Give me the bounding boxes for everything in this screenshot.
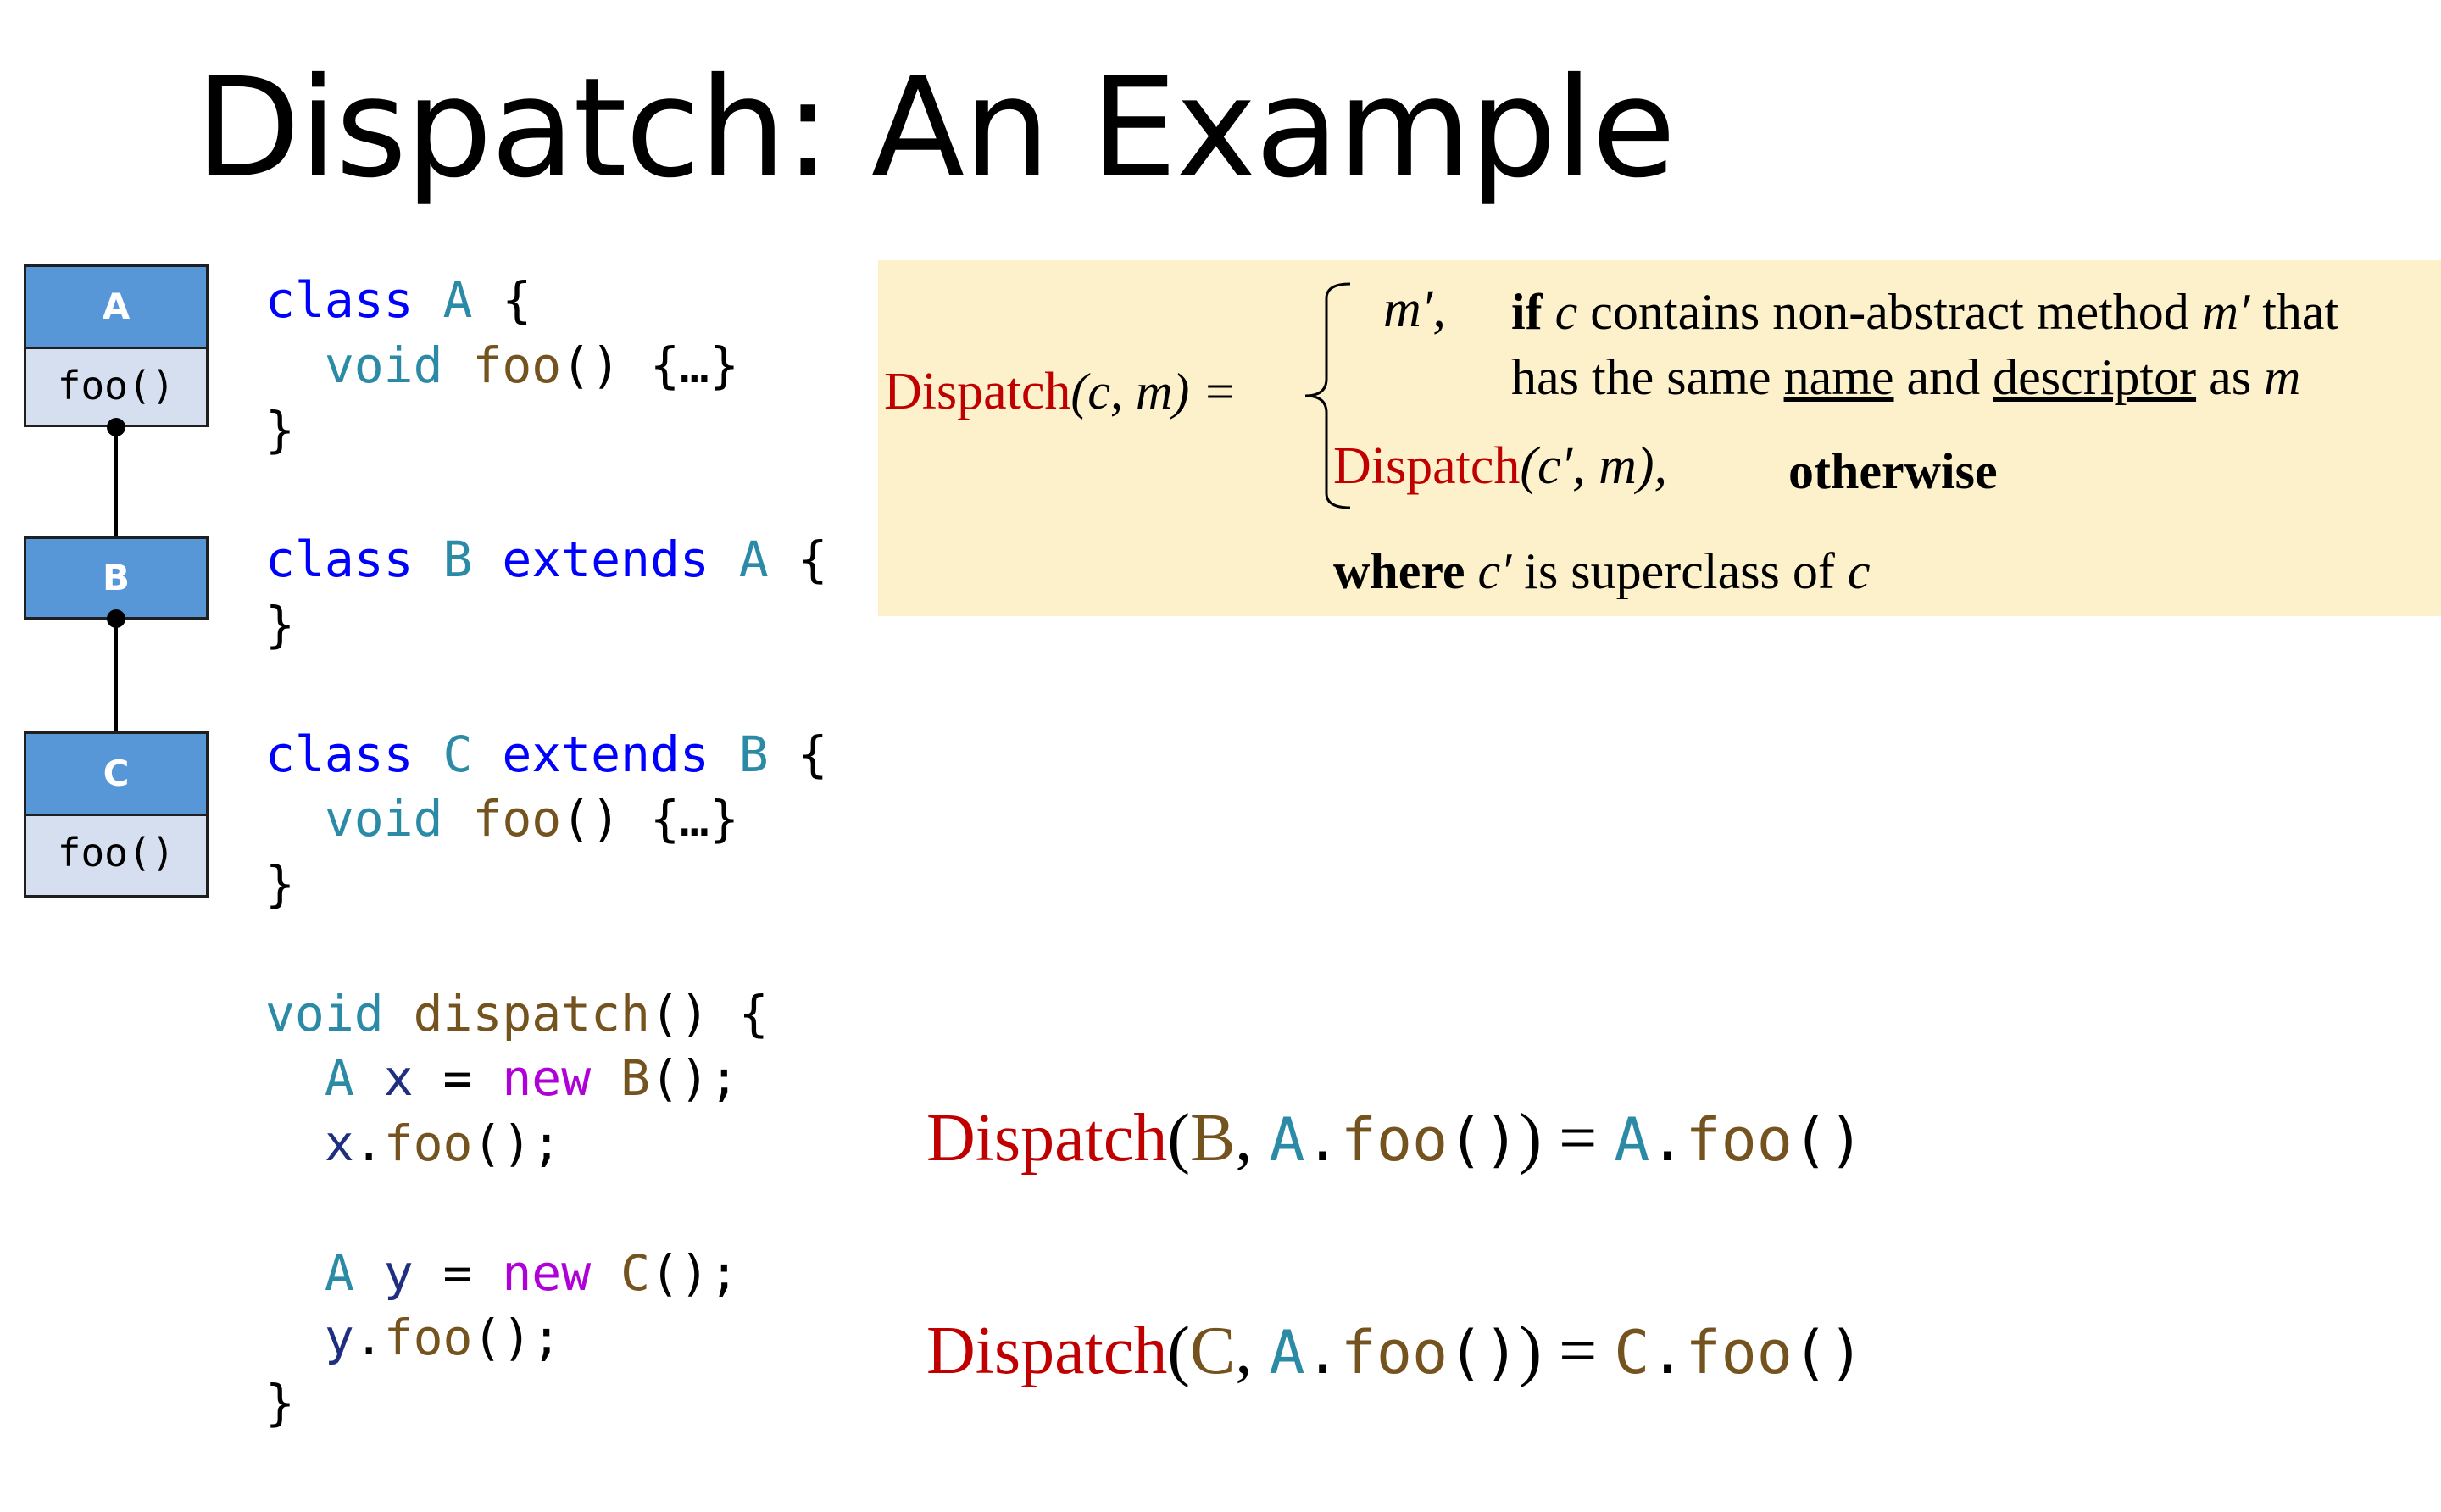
code-line-17: y.foo(); xyxy=(324,1309,562,1366)
inheritance-line-b-c xyxy=(114,618,118,731)
code-line-2: void foo() {…} xyxy=(324,336,739,394)
case2-condition: otherwise xyxy=(1788,443,1998,499)
class-box-c: C foo() xyxy=(24,731,209,898)
class-box-a: A foo() xyxy=(24,264,209,427)
definition-lhs: Dispatch(c, m) = xyxy=(884,363,1237,420)
code-line-10: } xyxy=(265,854,295,913)
case1-value: m′, xyxy=(1383,281,1446,338)
case2-value: Dispatch(c′, m), xyxy=(1333,437,1668,495)
code-line-6: } xyxy=(265,595,295,653)
example-result-2: Dispatch(C, A.foo()) = C.foo() xyxy=(926,1314,1865,1388)
class-box-b: B xyxy=(24,536,209,620)
class-box-c-name: C xyxy=(26,734,206,814)
definition-box xyxy=(878,260,2441,616)
class-box-a-method: foo() xyxy=(26,347,206,422)
page-title: Dispatch: An Example xyxy=(195,49,1676,208)
cases-brace xyxy=(1304,282,1351,509)
class-box-c-method: foo() xyxy=(26,814,206,889)
case1-condition-line1: if c contains non-abstract method m′ tha… xyxy=(1511,284,2339,340)
code-line-13: A x = new B(); xyxy=(324,1049,739,1107)
connector-dot-a xyxy=(107,418,125,436)
code-line-14: x.foo(); xyxy=(324,1114,562,1172)
code-line-12: void dispatch() { xyxy=(265,984,769,1042)
class-box-b-name: B xyxy=(26,539,206,617)
where-clause: where c′ is superclass of c xyxy=(1333,543,1871,599)
code-line-18: } xyxy=(265,1373,295,1431)
code-line-3: } xyxy=(265,401,295,459)
connector-dot-b xyxy=(107,609,125,628)
code-line-5: class B extends A { xyxy=(265,531,828,588)
case1-condition-line2: has the same name and descriptor as m xyxy=(1511,349,2301,405)
code-line-1: class A { xyxy=(265,271,532,329)
code-listing: class A { void foo() {…} } class B exten… xyxy=(265,268,828,1435)
code-line-9: void foo() {…} xyxy=(324,790,739,848)
code-line-8: class C extends B { xyxy=(265,725,828,783)
code-line-16: A y = new C(); xyxy=(324,1243,739,1302)
inheritance-line-a-b xyxy=(114,426,118,536)
class-box-a-name: A xyxy=(26,267,206,347)
example-result-1: Dispatch(B, A.foo()) = A.foo() xyxy=(926,1101,1865,1176)
